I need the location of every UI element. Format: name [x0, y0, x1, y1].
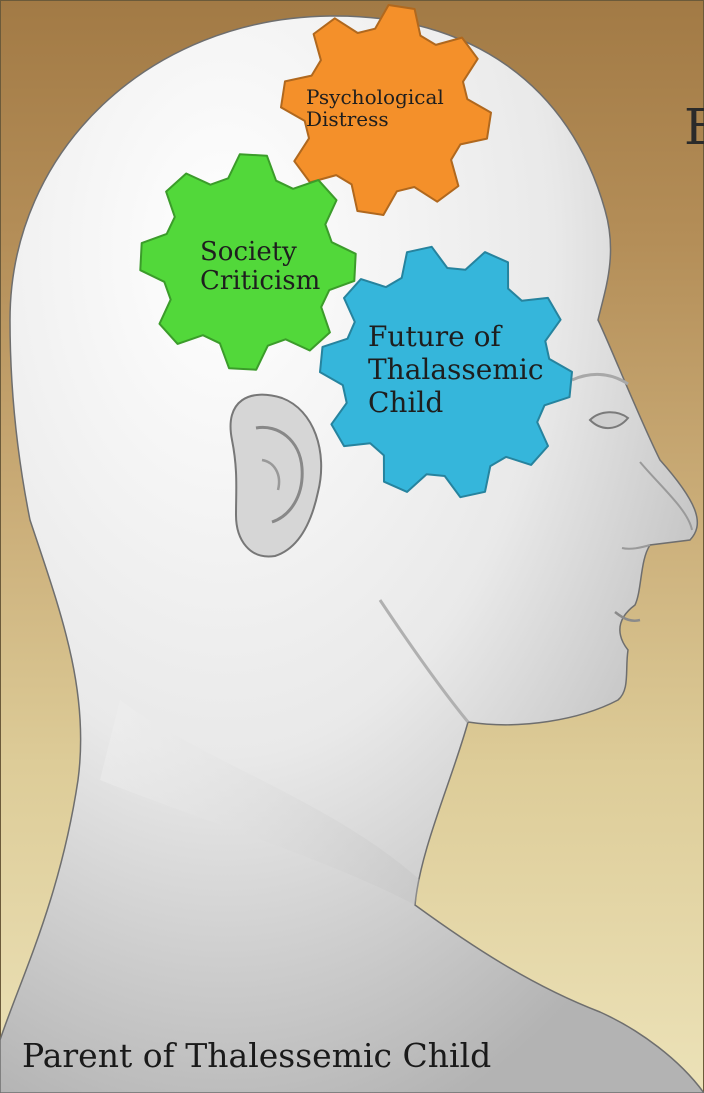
gear-label-society-criticism: Society Criticism [200, 238, 320, 295]
gear-label-line: Criticism [200, 267, 320, 296]
gear-label-line: Future of [368, 320, 544, 353]
gear-label-line: Thalassemic [368, 353, 544, 386]
cropped-title-letter: E [684, 98, 704, 156]
gear-label-line: Child [368, 386, 544, 419]
gear-label-future-of-thalassemic-child: Future of Thalassemic Child [368, 320, 544, 419]
gear-label-line: Society [200, 238, 320, 267]
gear-label-psychological-distress: Psychological Distress [306, 86, 444, 130]
figure-caption: Parent of Thalessemic Child [22, 1036, 491, 1075]
gear-label-line: Psychological [306, 86, 444, 108]
gear-label-line: Distress [306, 108, 444, 130]
